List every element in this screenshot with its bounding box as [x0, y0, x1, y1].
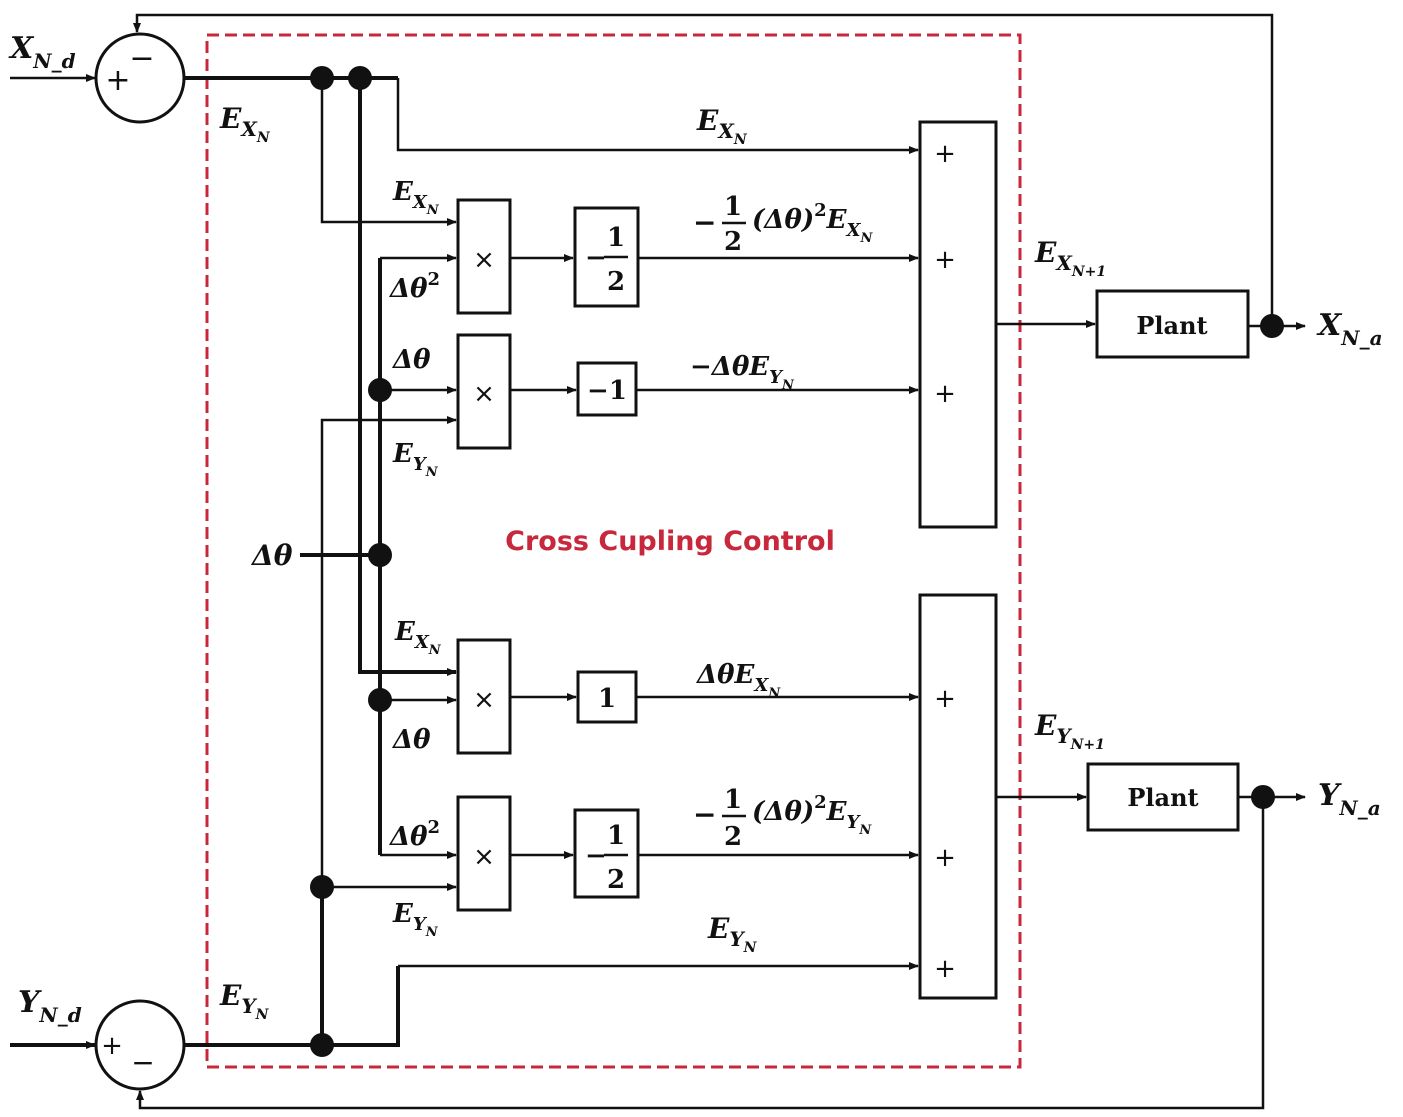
plant-y-label: Plant — [1127, 783, 1198, 812]
ey-label-left: EYN — [219, 979, 270, 1023]
x-desired-label: XN_d — [8, 31, 76, 73]
multiplier-2-symbol: × — [473, 379, 495, 409]
ey-next-label: EYN+1 — [1034, 709, 1105, 753]
cross-coupling-title: Cross Cupling Control — [505, 526, 835, 557]
svg-text:1: 1 — [724, 785, 742, 815]
svg-text:2: 2 — [607, 865, 625, 895]
svg-text:−: − — [693, 206, 716, 239]
sum-block-x — [918, 120, 998, 529]
gain-neg-one: −1 — [576, 361, 638, 417]
mult2-dtheta-label: Δθ — [391, 345, 431, 375]
ey-main-wire — [184, 966, 400, 1047]
gain-neg-half-y: − 1 2 — [573, 808, 640, 899]
y-output-dot — [1251, 785, 1275, 809]
svg-text:−: − — [585, 841, 607, 871]
delta-theta-dot-mid — [368, 543, 392, 567]
multiplier-4-symbol: × — [473, 842, 495, 872]
multiplier-2 — [456, 333, 512, 450]
mult3-ex-label: EXN — [394, 617, 442, 658]
ex-label-left: EXN — [219, 102, 271, 146]
plant-x-label: Plant — [1136, 311, 1207, 340]
ex-direct-label: EXN — [696, 104, 748, 148]
ey-junction-dot-upper — [310, 875, 334, 899]
ex-to-mult1-wire — [320, 78, 457, 226]
mult2-ey-label: EYN — [392, 439, 439, 480]
term-neg-dtheta-ey: −ΔθEYN — [690, 352, 795, 393]
cross-coupling-boundary — [205, 33, 1022, 1069]
svg-text:(Δθ)2EXN: (Δθ)2EXN — [752, 200, 873, 246]
term-neg-half-dtheta-sq-ex: − 1 2 (Δθ)2EXN — [693, 192, 873, 257]
mult4-dtheta-sq-label: Δθ2 — [388, 817, 440, 852]
svg-text:−: − — [585, 243, 607, 273]
multiplier-4 — [456, 795, 512, 912]
svg-text:(Δθ)2EYN: (Δθ)2EYN — [752, 792, 872, 838]
y-feedback-wire — [136, 797, 1265, 1110]
plant-y-block — [1086, 762, 1240, 832]
x-sum-minus-sign: − — [129, 41, 154, 76]
x-feedback-wire — [133, 13, 1274, 326]
sum-x-sign-1: + — [934, 139, 956, 169]
mult3-dtheta-label: Δθ — [391, 725, 431, 755]
svg-text:1: 1 — [598, 684, 616, 714]
svg-text:1: 1 — [607, 223, 625, 253]
ex-next-label: EXN+1 — [1034, 236, 1106, 280]
ex-bus-wire — [358, 78, 457, 676]
mult1-ex-label: EXN — [392, 177, 440, 218]
x-actual-label: XN_a — [1316, 308, 1383, 350]
svg-text:1: 1 — [724, 192, 742, 222]
sum-block-y — [918, 593, 998, 1000]
y-desired-label: YN_d — [18, 985, 82, 1027]
gain-neg-half-x: − 1 2 — [573, 206, 640, 308]
mult1-dtheta-sq-label: Δθ2 — [388, 269, 440, 304]
svg-text:2: 2 — [607, 267, 625, 297]
svg-text:2: 2 — [724, 822, 742, 852]
ey-junction-dot-lower — [310, 1033, 334, 1057]
term-dtheta-ex: ΔθEXN — [695, 660, 781, 701]
multiplier-1 — [456, 198, 512, 315]
multiplier-3-symbol: × — [473, 685, 495, 715]
gain-one: 1 — [576, 670, 638, 724]
sum-y-sign-2: + — [934, 843, 956, 873]
ex-direct-wire — [396, 78, 919, 154]
svg-text:2: 2 — [724, 227, 742, 257]
sum-y-sign-1: + — [934, 684, 956, 714]
delta-theta-input-label: Δθ — [250, 539, 293, 572]
svg-text:−: − — [693, 798, 716, 831]
sum-x-sign-2: + — [934, 245, 956, 275]
x-sum-plus-sign: + — [105, 63, 130, 98]
ey-direct-label: EYN — [707, 912, 758, 956]
plant-x-block — [1095, 289, 1250, 359]
mult4-ey-label: EYN — [392, 899, 439, 940]
sum-x-sign-3: + — [934, 379, 956, 409]
multiplier-1-symbol: × — [473, 245, 495, 275]
y-sum-plus-sign: + — [101, 1031, 123, 1061]
term-neg-half-dtheta-sq-ey: − 1 2 (Δθ)2EYN — [693, 785, 872, 852]
y-actual-label: YN_a — [1318, 778, 1381, 820]
sum-y-sign-3: + — [934, 954, 956, 984]
svg-text:1: 1 — [607, 821, 625, 851]
y-sum-minus-sign: − — [131, 1046, 154, 1079]
x-output-dot — [1260, 314, 1284, 338]
ey-to-mult2-wire — [320, 416, 457, 887]
svg-text:−1: −1 — [587, 376, 627, 406]
